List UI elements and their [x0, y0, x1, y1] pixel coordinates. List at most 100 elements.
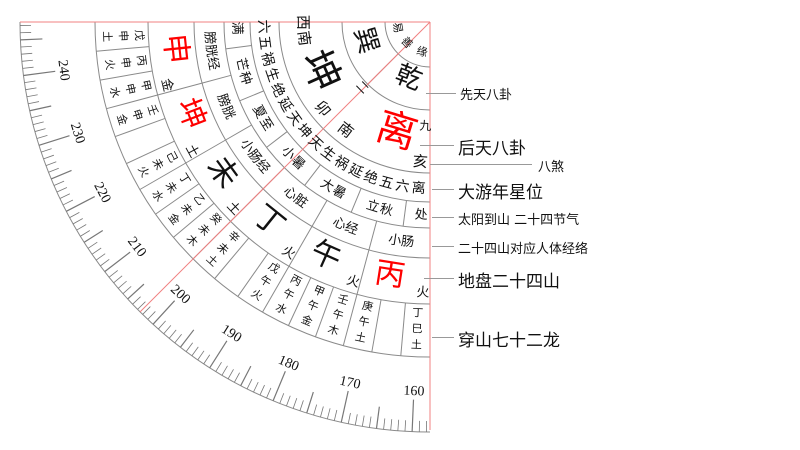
- degree-tick: [137, 301, 146, 310]
- dipan-mountain: 坤: [169, 93, 212, 134]
- jingluo-meridian-text: 小肠: [387, 232, 415, 250]
- degree-tick: [28, 101, 40, 105]
- divider-line: [155, 183, 200, 215]
- degree-tick: [59, 193, 71, 199]
- houtian-gua: 离: [371, 103, 423, 159]
- degree-label: 160: [403, 384, 425, 400]
- jieqi-term-text: 大暑: [318, 175, 349, 202]
- degree-label: 230: [67, 121, 88, 146]
- degree-tick: [142, 306, 151, 315]
- degree-tick: [383, 418, 386, 430]
- degree-tick: [62, 199, 74, 206]
- degree-tick: [411, 399, 415, 432]
- degree-tick: [272, 370, 286, 402]
- degree-tick: [299, 400, 304, 411]
- degree-tick: [122, 286, 132, 294]
- degree-tick: [43, 154, 55, 160]
- degree-tick: [20, 38, 43, 41]
- basha-char: 南: [334, 118, 357, 141]
- divider-line: [368, 220, 378, 251]
- divider-line: [185, 139, 226, 164]
- degree-tick: [69, 212, 80, 218]
- degree-tick: [158, 320, 166, 330]
- degree-tick: [87, 241, 98, 249]
- degree-tick: [31, 114, 43, 119]
- degree-tick: [95, 253, 106, 261]
- divider-line: [311, 200, 328, 227]
- degree-tick: [168, 329, 177, 339]
- dipan-element: 土: [224, 199, 244, 219]
- divider-line: [262, 265, 290, 313]
- jieqi-term-text: 立秋: [364, 197, 394, 219]
- basha-char: 亥: [412, 152, 428, 171]
- divider-line: [173, 202, 215, 238]
- degree-label: 170: [338, 374, 362, 393]
- degree-tick: [24, 80, 36, 83]
- degree-tick: [152, 300, 176, 325]
- degree-tick: [91, 247, 102, 255]
- degree-tick: [163, 325, 172, 335]
- degree-tick: [333, 409, 338, 421]
- degree-tick: [41, 148, 52, 153]
- inner-ring-char: 善: [398, 34, 416, 52]
- degree-tick: [390, 419, 393, 431]
- jingluo-meridian: 小肠: [387, 232, 415, 250]
- divider-line: [225, 124, 252, 141]
- dragon-cell: 丙午水: [270, 272, 304, 321]
- basha-char-text: 西南: [294, 15, 313, 48]
- divider-line: [139, 162, 187, 190]
- divider-line: [342, 294, 358, 346]
- degree-tick: [361, 415, 365, 427]
- degree-tick: [22, 66, 34, 69]
- degree-tick: [286, 395, 291, 407]
- degree-tick: [209, 340, 228, 369]
- degree-tick: [38, 135, 70, 146]
- degree-tick: [147, 311, 156, 320]
- divider-line: [201, 74, 232, 84]
- divider-line: [100, 70, 153, 81]
- degree-tick: [354, 414, 358, 426]
- degree-tick: [76, 224, 87, 231]
- inner-ring-char: 易: [390, 21, 405, 34]
- degree-tick: [185, 342, 193, 352]
- divider-line: [314, 286, 335, 337]
- degree-tick: [25, 87, 37, 91]
- dragon-cell: 丙申火: [99, 53, 148, 72]
- jingluo-meridian-text: 心经: [330, 214, 360, 238]
- divider-line: [402, 200, 408, 227]
- degree-tick: [234, 372, 240, 383]
- dipan-mountain: 未: [200, 150, 246, 195]
- degree-tick: [36, 134, 48, 139]
- degree-tick: [34, 128, 46, 132]
- houtian-gua: 坤: [291, 43, 349, 98]
- degree-tick: [50, 169, 72, 180]
- divider-line: [350, 188, 362, 213]
- divider-line: [157, 82, 203, 96]
- degree-label: 190: [218, 322, 244, 346]
- jieqi-term: 夏至: [250, 103, 277, 135]
- degree-tick: [72, 218, 83, 225]
- inner-ring-char: 缘: [415, 44, 429, 59]
- jingluo-meridian: 膀胱: [214, 91, 238, 121]
- dragon-cell: 甲午金: [297, 283, 327, 332]
- degree-tick: [375, 406, 380, 429]
- xiantian-gua: 巽: [348, 24, 384, 57]
- dipan-mountain: 丁: [246, 198, 291, 244]
- degree-tick: [191, 346, 199, 357]
- degree-tick: [32, 121, 44, 126]
- degree-tick: [240, 365, 252, 386]
- degree-tick: [100, 259, 110, 267]
- degree-tick: [23, 70, 56, 77]
- jingluo-meridian-text: 膀胱经: [202, 31, 222, 72]
- dipan-element: 火: [345, 273, 362, 291]
- divider-line: [225, 44, 252, 50]
- degree-tick: [266, 387, 272, 399]
- divider-line: [304, 164, 321, 186]
- degree-tick: [397, 419, 400, 431]
- degree-tick: [83, 229, 104, 243]
- jieqi-term: 芒种: [233, 56, 255, 87]
- divider-line: [288, 226, 313, 267]
- jieqi-term: 满: [229, 21, 244, 36]
- jingluo-meridian-text: 心脏: [281, 183, 311, 211]
- degree-tick: [53, 180, 65, 186]
